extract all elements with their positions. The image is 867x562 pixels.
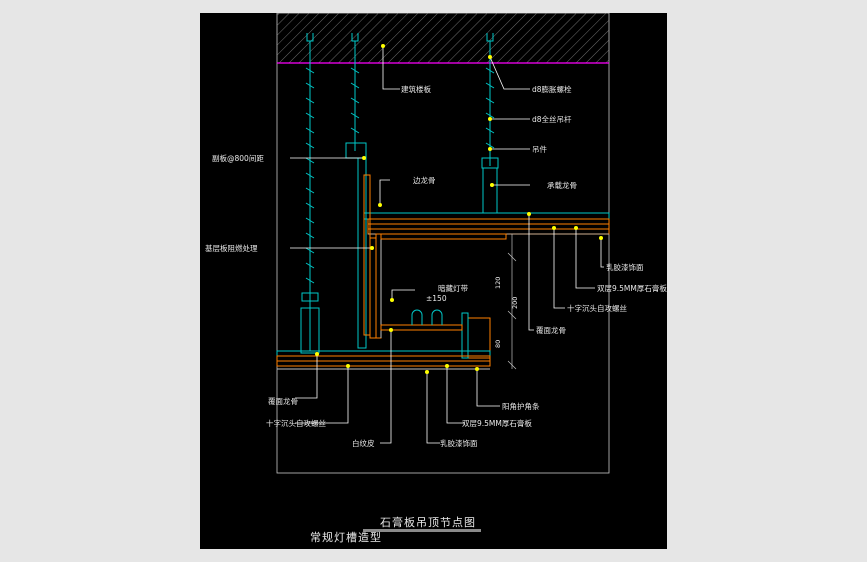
rod-left	[305, 33, 315, 351]
rod-mid-keel	[357, 157, 367, 349]
label-double-board-top: 双层9.5MM厚石膏板	[597, 283, 667, 293]
ceiling-detail-drawing: 120 200 80	[205, 13, 667, 544]
dim-120: 120	[494, 277, 502, 289]
label-d8-anchor: d8膨胀螺栓	[532, 84, 572, 94]
rod-right	[485, 33, 495, 166]
light-cove	[380, 233, 507, 359]
title-underline	[363, 529, 481, 532]
label-d8-rod: d8全丝吊杆	[532, 114, 572, 124]
drawing-sheet: 120 200 80	[200, 13, 667, 549]
label-corner-bead: 阳角护角条	[502, 401, 540, 411]
label-light-strip: 暗藏灯带	[438, 283, 468, 293]
vertical-drop	[363, 174, 382, 339]
leader-dots	[315, 44, 603, 374]
dimension-lines	[507, 234, 517, 370]
rod-left-keel	[300, 307, 320, 354]
label-fireproof: 基层板阻燃处理	[205, 243, 258, 253]
label-edge-keel: 边龙骨	[413, 175, 436, 185]
label-paint-bottom: 乳胶漆饰面	[440, 438, 478, 448]
drawing-title: 石膏板吊顶节点图	[380, 515, 476, 529]
hanger-rods	[300, 33, 499, 354]
dim-200: 200	[511, 297, 519, 309]
concrete-slab	[277, 13, 609, 64]
label-hanger: 吊件	[532, 144, 547, 154]
upper-ceiling	[363, 212, 610, 235]
label-double-board-bottom: 双层9.5MM厚石膏板	[462, 418, 532, 428]
lower-ceiling	[276, 350, 491, 370]
drawing-frame	[276, 13, 610, 474]
label-screw-top: 十字沉头自攻螺丝	[567, 303, 627, 313]
label-spacing: 副板@800间距	[212, 153, 264, 163]
label-cover-keel-bottom: 覆面龙骨	[268, 396, 298, 406]
label-paint-top: 乳胶漆饰面	[606, 262, 644, 272]
rod-mid	[350, 33, 360, 151]
label-screw-bottom: 十字沉头自攻螺丝	[266, 418, 326, 428]
dim-80: 80	[494, 340, 502, 348]
label-cover-keel-top: 覆面龙骨	[536, 325, 566, 335]
leader-lines	[290, 46, 604, 444]
rod-right-keel	[482, 167, 498, 214]
drawing-subtitle: 常规灯槽造型	[310, 530, 382, 544]
label-sealant: 白纹皮	[352, 438, 375, 448]
rod-left-clamp	[301, 292, 319, 302]
label-main-keel: 承载龙骨	[547, 180, 577, 190]
label-slab: 建筑楼板	[401, 84, 431, 94]
label-light-dim: ±150	[426, 294, 447, 303]
rod-mid-clamp	[345, 142, 367, 159]
